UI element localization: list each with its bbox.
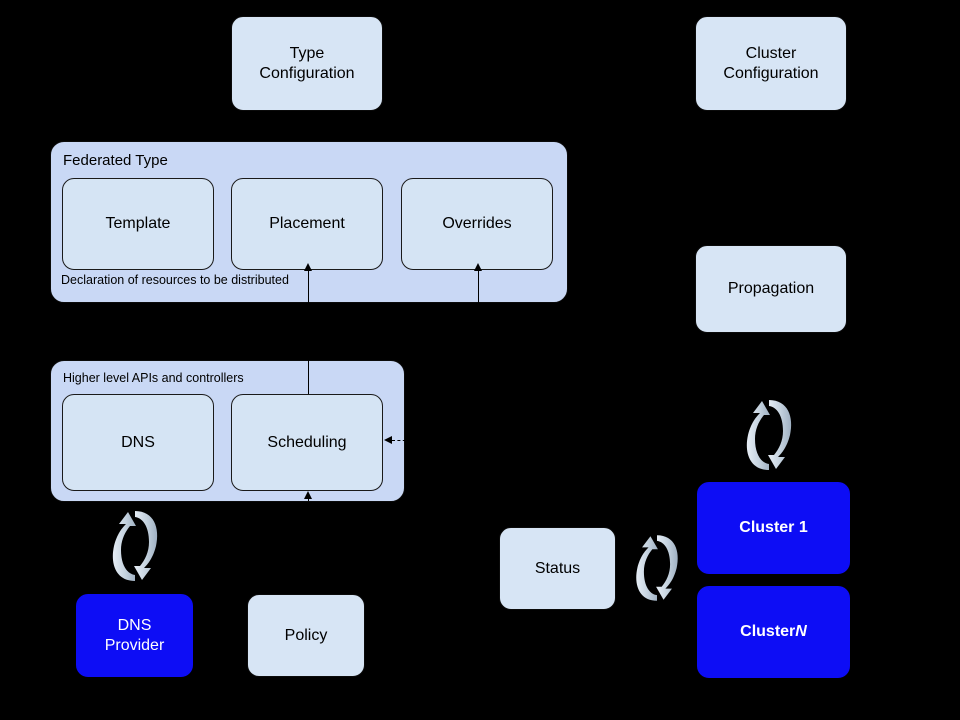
node-propagation[interactable]: Propagation — [695, 245, 847, 333]
sync-loop-icon-dns — [104, 506, 166, 586]
arrow-into-scheduling-right — [384, 435, 392, 444]
connector-scheduling-to-placement — [308, 269, 309, 370]
node-template[interactable]: Template — [62, 178, 214, 270]
node-status[interactable]: Status — [499, 527, 616, 610]
node-cluster-n[interactable]: Cluster N — [697, 586, 850, 678]
arrow-into-overrides — [473, 263, 482, 271]
node-cluster-1[interactable]: Cluster 1 — [697, 482, 850, 574]
connector-into-scheduling-right — [392, 440, 422, 441]
node-cluster-configuration[interactable]: Cluster Configuration — [695, 16, 847, 111]
node-dns-provider[interactable]: DNS Provider — [76, 594, 193, 677]
node-policy[interactable]: Policy — [247, 594, 365, 677]
connector-into-overrides — [478, 269, 479, 303]
node-placement[interactable]: Placement — [231, 178, 383, 270]
node-scheduling[interactable]: Scheduling — [231, 394, 383, 491]
panel-federated-type-title: Federated Type — [63, 152, 168, 169]
node-dns[interactable]: DNS — [62, 394, 214, 491]
connector-into-scheduling-bottom — [308, 498, 309, 512]
node-type-configuration[interactable]: Type Configuration — [231, 16, 383, 111]
arrow-into-scheduling-bottom — [303, 491, 312, 499]
connector-panel-crossing — [308, 360, 309, 395]
arrow-into-placement — [303, 263, 312, 271]
sync-loop-icon-status — [628, 528, 686, 608]
cluster-n-prefix: Cluster — [740, 623, 796, 640]
panel-higher-level-apis-title: Higher level APIs and controllers — [63, 371, 244, 385]
cluster-n-index: N — [795, 623, 807, 640]
node-overrides[interactable]: Overrides — [401, 178, 553, 270]
federated-type-caption: Declaration of resources to be distribut… — [61, 273, 289, 287]
sync-loop-icon-cluster — [738, 395, 800, 475]
